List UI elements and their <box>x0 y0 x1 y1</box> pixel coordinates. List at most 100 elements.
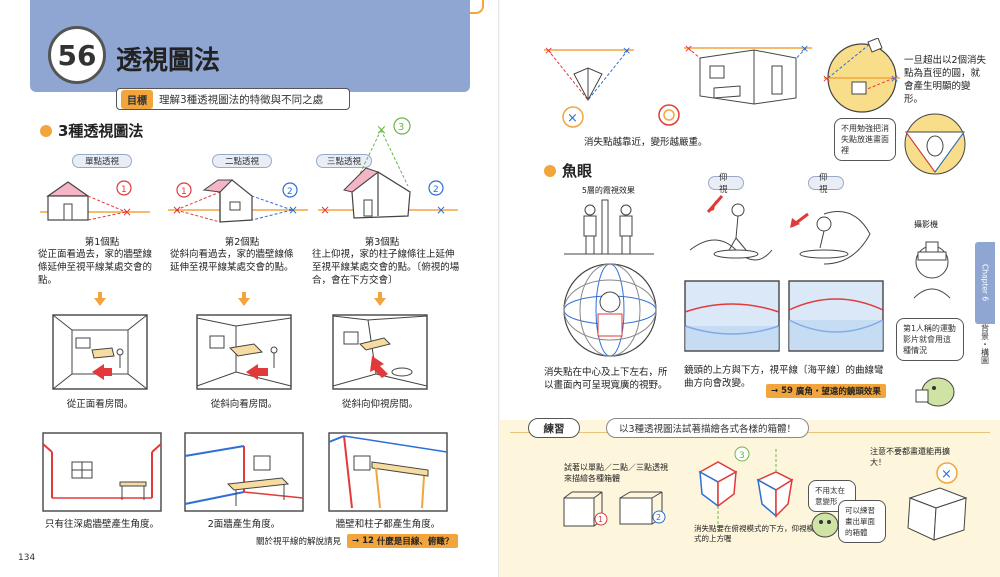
hand-practice-1: 試著以單點／二點／三點透視來描繪各種箱體 <box>564 463 668 483</box>
arrow-down-icon <box>374 292 386 306</box>
room-low-angle-illustration <box>332 314 428 390</box>
circle-note: 一旦超出以2個消失點為直徑的圓，就會產生明顯的變形。 <box>904 55 987 105</box>
page-title: 透視圖法 <box>116 46 221 76</box>
room3-caption: 從斜向仰視房間。 <box>341 399 418 410</box>
svg-text:2: 2 <box>287 187 293 197</box>
method3-desc: 往上仰視，家的柱子線條往上延伸至視平線某處交會的點。〔俯視的場合，會在下方交會〕 <box>312 249 460 286</box>
svg-text:×: × <box>122 205 132 219</box>
house-three-point-illustration: × 3 × × 2 <box>318 117 458 219</box>
pill-two-point: 二點透視 <box>212 154 272 168</box>
section-dot-icon <box>40 124 52 137</box>
frame-three-point-illustration <box>328 432 448 512</box>
practice-cubes-left <box>563 491 663 527</box>
svg-text:×: × <box>822 72 831 85</box>
svg-text:1: 1 <box>121 185 127 195</box>
hand-practice-2: 消失點要在俯視模式的下方，仰視模式的上方喔 <box>694 524 814 543</box>
fisheye-globe-illustration <box>563 263 657 357</box>
badge-1-icon: 1 <box>594 512 608 526</box>
bird-character-illustration <box>915 377 955 407</box>
house-two-point-illustration: × × 1 2 <box>168 179 308 223</box>
method1-desc: 從正面看過去，家的牆壁線條延伸至視平線某處交會的點。 <box>38 249 153 286</box>
ok-mark-icon <box>658 104 680 126</box>
svg-text:1: 1 <box>598 515 603 524</box>
near-vanishing-illustration: × × <box>544 44 634 102</box>
pill-one-point: 單點透視 <box>72 154 132 168</box>
room1-caption: 從正面看房間。 <box>66 399 134 410</box>
arrow-down-icon <box>94 292 106 306</box>
method2-desc: 從斜向看過去，家的牆壁線條延伸至視平線某處交會的點。 <box>170 249 294 273</box>
method2-label: 第2個點 <box>224 237 260 248</box>
svg-text:3: 3 <box>739 451 745 461</box>
camera-person-illustration <box>913 241 951 299</box>
ref-link-text: 什麼是目線、俯瞰？ <box>376 537 454 547</box>
svg-text:×: × <box>941 467 952 482</box>
vanishing-circle-illustration: × × <box>822 38 900 113</box>
svg-text:×: × <box>567 111 578 126</box>
surfer-up-illustration <box>689 195 773 261</box>
svg-text:3: 3 <box>398 122 404 133</box>
ng-mark-practice-icon: × <box>936 462 958 484</box>
bubble-practice-2: 可以練習畫出單面的箱體 <box>838 500 886 543</box>
hand-note-fisheye: 5層的霞視效果 <box>582 186 635 195</box>
svg-text:×: × <box>288 203 298 217</box>
lens-frame-1 <box>684 280 780 352</box>
practice-note: 以3種透視圖法試著描繪各式各樣的箱體！ <box>606 418 810 438</box>
bubble-practice-1: 不用太在意變形 <box>808 480 856 512</box>
left-page: 56 透視圖法 目標 理解3種透視圖法的特徵與不同之處 3種透視圖法 單點透視 … <box>18 0 484 563</box>
pill-low-angle-1: 仰視 <box>708 173 744 195</box>
surfer-down-illustration <box>790 211 871 265</box>
cross-reference[interactable]: 關於視平線的解說請見 → 12 什麼是目線、俯瞰？ <box>256 534 459 548</box>
distorted-cube-illustration <box>907 487 968 541</box>
ref-link-text-lens: 廣角・望遠的鏡頭效果 <box>795 387 881 397</box>
frame2-caption: 2面牆產生角度。 <box>207 519 281 530</box>
triangle-character-illustration <box>904 113 966 175</box>
badge-2-icon: 2 <box>652 510 666 524</box>
cross-reference-lens[interactable]: → 59 廣角・望遠的鏡頭效果 <box>766 384 886 398</box>
svg-text:×: × <box>436 203 446 217</box>
room-front-illustration <box>52 314 148 390</box>
section-heading-3-methods: 3種透視圖法 <box>40 120 143 141</box>
svg-text:2: 2 <box>656 513 661 522</box>
svg-text:×: × <box>320 203 330 217</box>
section-heading-fisheye: 魚眼 <box>544 160 592 181</box>
section-title: 3種透視圖法 <box>58 122 144 140</box>
bird-character-practice <box>811 512 839 538</box>
method1-label: 第1個點 <box>84 237 120 248</box>
banner-corner-ornament <box>470 0 484 14</box>
far-vanishing-illustration: × × <box>684 42 812 105</box>
svg-text:×: × <box>622 44 631 57</box>
svg-text:1: 1 <box>181 187 187 197</box>
ref-arrow: → 12 <box>352 536 374 546</box>
lens-desc: 鏡頭的上方與下方，視平線〔海平線〕的曲線彎曲方向會改變。 <box>684 365 884 389</box>
frame1-caption: 只有往深處牆壁產生角度。 <box>44 519 159 530</box>
arrow-down-icon <box>238 292 250 306</box>
side-tab-subtitle: 背景・構圖 <box>980 324 990 364</box>
svg-text:×: × <box>800 42 809 55</box>
bubble-top: 不用勉強把消失點放進畫面裡 <box>834 118 896 161</box>
ref-text: 關於視平線的解說請見 <box>256 537 342 547</box>
lens-frame-2 <box>788 280 884 352</box>
camera-label: 攝影機 <box>914 220 938 229</box>
svg-text:2: 2 <box>433 185 439 195</box>
practice-tag: 練習 <box>528 418 580 438</box>
fisheye-desc: 消失點在中心及上下左右，所以畫面內可呈現寬廣的視野。 <box>544 367 668 391</box>
house-one-point-illustration: × 1 <box>40 180 150 221</box>
ref-link-tag-lens[interactable]: → 59 廣角・望遠的鏡頭效果 <box>766 384 886 398</box>
pill-low-angle-2: 仰視 <box>808 173 844 195</box>
pill-three-point: 三點透視 <box>316 154 372 168</box>
frame3-caption: 牆壁和柱子都產生角度。 <box>335 519 441 530</box>
side-tab-chapter[interactable]: Chapter 6 <box>975 242 995 324</box>
goal-tag: 目標 <box>121 89 153 109</box>
lesson-number: 56 <box>48 26 106 84</box>
method3-label: 第3個點 <box>364 237 400 248</box>
workers-illustration <box>564 199 654 255</box>
frame-one-point-illustration <box>42 432 162 512</box>
goal-box: 目標 理解3種透視圖法的特徵與不同之處 <box>116 88 350 110</box>
top-caption: 消失點越靠近，變形越嚴重。 <box>584 137 708 148</box>
frame-two-point-illustration <box>184 432 304 512</box>
ng-mark-icon: × <box>562 106 584 128</box>
fisheye-title: 魚眼 <box>562 162 593 180</box>
ref-link-tag[interactable]: → 12 什麼是目線、俯瞰？ <box>347 534 459 548</box>
practice-cubes-middle: 3 <box>698 446 794 528</box>
svg-text:×: × <box>890 72 899 85</box>
